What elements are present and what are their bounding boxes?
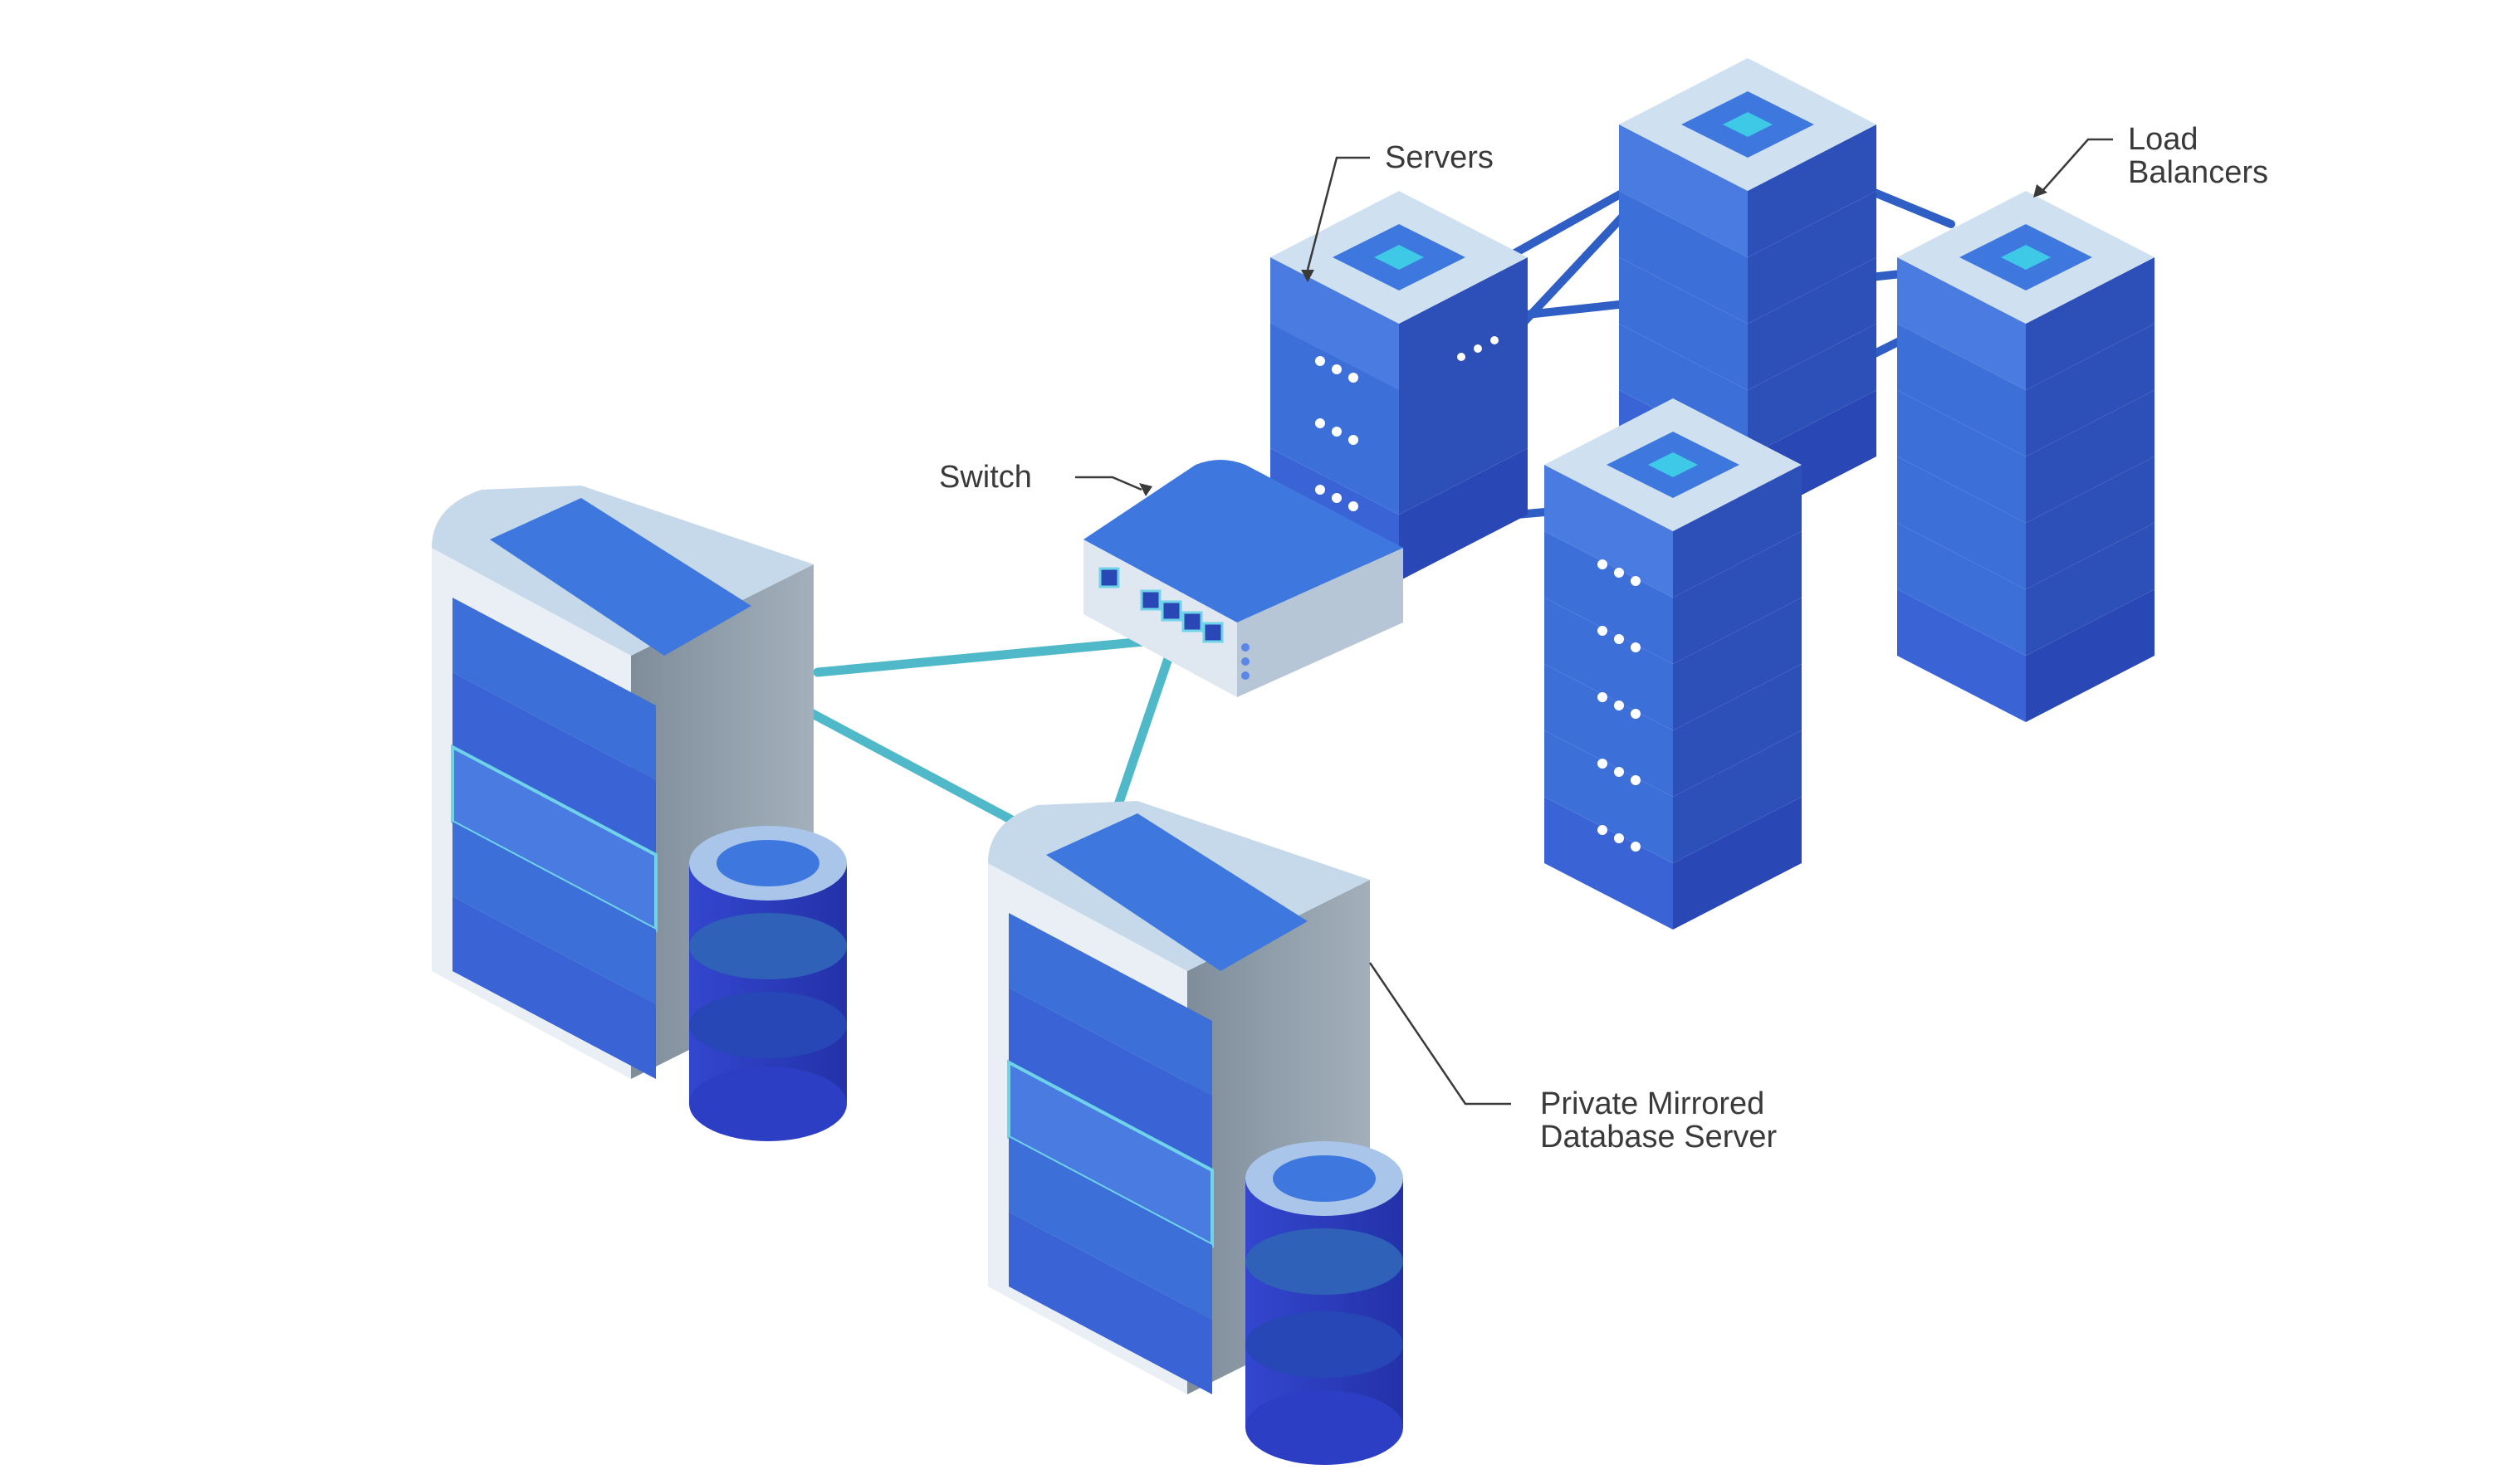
rack-drawers [451,598,658,1079]
switch-ports [1098,567,1224,643]
server-stack-3[interactable] [1544,398,1802,930]
rack-drawers [1007,913,1214,1394]
label-db-line1: Private Mirrored [1540,1086,1765,1121]
label-switch-text: Switch [939,460,1032,495]
label-load-balancers-line1: Load [2128,122,2199,157]
server-stack-1[interactable] [1270,191,1528,581]
database-cylinder [1245,1141,1403,1465]
leader-lines [1075,138,2113,1106]
label-servers: Servers [1385,141,1494,174]
load-balancer-stack[interactable] [1897,191,2155,722]
label-servers-text: Servers [1385,140,1494,175]
label-load-balancers: Load Balancers [2128,123,2268,189]
led-dots [1597,559,1641,852]
database-cylinder [689,826,847,1141]
database-server-primary[interactable] [432,486,847,1141]
label-switch: Switch [939,461,1032,494]
led-dots [1315,336,1499,511]
leader-arrowheads [1139,184,2047,496]
network-switch[interactable] [1083,460,1403,697]
label-database-server: Private Mirrored Database Server [1540,1087,1777,1154]
database-server-mirror[interactable] [988,801,1403,1465]
label-load-balancers-line2: Balancers [2128,155,2268,190]
switch-leds [1241,643,1250,680]
label-db-line2: Database Server [1540,1120,1778,1154]
stack-units [1270,191,1528,581]
teal-cables [792,634,1180,843]
